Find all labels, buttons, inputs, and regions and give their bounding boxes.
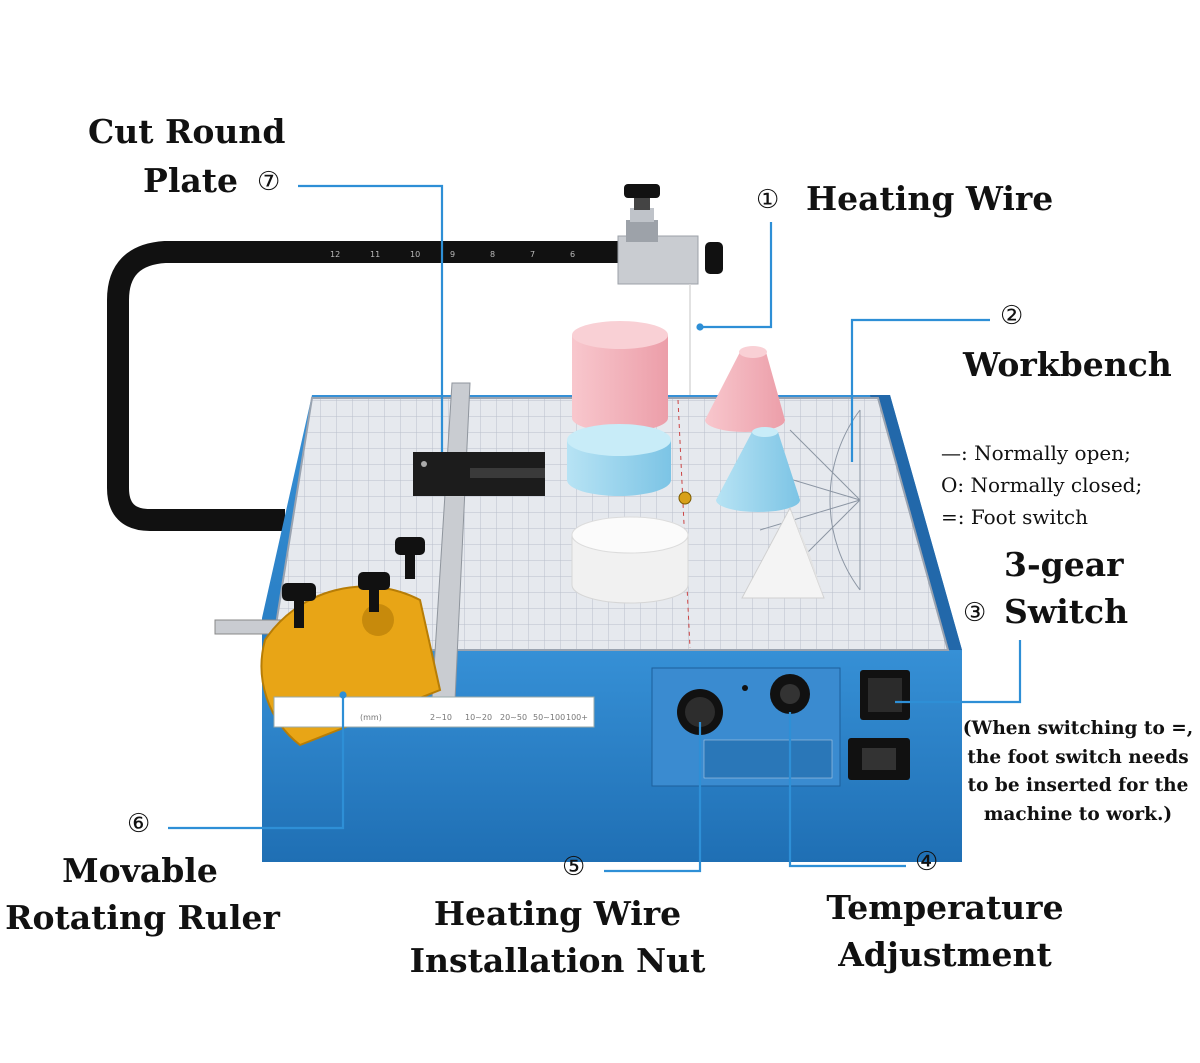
svg-text:(mm): (mm) <box>360 713 382 722</box>
svg-text:9: 9 <box>450 250 455 259</box>
foam-samples <box>567 321 825 604</box>
callout-line-installation-nut <box>604 722 702 873</box>
control-panel <box>651 667 910 787</box>
callout-lines <box>168 184 1022 873</box>
callout-line-cut-round-plate <box>298 184 444 452</box>
label-switch-note-line1: (When switching to =, <box>962 718 1194 739</box>
svg-text:11: 11 <box>370 250 380 259</box>
svg-text:20~50: 20~50 <box>500 713 527 722</box>
callout-line-rotating-ruler <box>168 695 345 830</box>
label-cut-round-plate-line2: Plate <box>143 161 238 200</box>
label-cut-round-plate-line1: Cut Round <box>88 112 286 151</box>
label-temperature-line1: Temperature <box>826 888 1064 927</box>
label-heating-wire: Heating Wire <box>806 179 1054 218</box>
wire-holder <box>617 184 699 400</box>
label-rotating-ruler-number: ⑥ <box>127 809 151 839</box>
callout-line-switch <box>895 640 1022 704</box>
label-temperature-line2: Adjustment <box>838 935 1052 974</box>
svg-text:12: 12 <box>330 250 340 259</box>
cut-round-plate-guide <box>413 382 545 701</box>
callout-line-temperature <box>788 712 906 868</box>
label-switch-note-line2: the foot switch needs <box>967 746 1189 768</box>
label-switch-note-line3: to be inserted for the <box>967 775 1189 797</box>
label-three-gear-number: ③ <box>963 598 987 628</box>
svg-text:8: 8 <box>490 250 495 259</box>
label-switch-mode-foot: =: Foot switch <box>941 505 1089 529</box>
svg-text:50~100: 50~100 <box>533 713 565 722</box>
label-switch-mode-closed: O: Normally closed; <box>941 473 1143 497</box>
label-rotating-ruler-line2: Rotating Ruler <box>5 898 280 937</box>
label-three-gear-line2: Switch <box>1004 592 1129 631</box>
label-switch-mode-open: —: Normally open; <box>941 441 1131 465</box>
label-switch-note-line4: machine to work.) <box>983 804 1173 826</box>
label-installation-nut-line2: Installation Nut <box>409 941 706 980</box>
label-installation-nut-line1: Heating Wire <box>433 894 682 933</box>
label-temperature-number: ④ <box>915 847 939 877</box>
label-switch-note: (When switching to =, the foot switch ne… <box>957 715 1199 830</box>
svg-text:6: 6 <box>570 250 575 259</box>
svg-text:10~20: 10~20 <box>465 713 492 722</box>
label-heating-wire-number: ① <box>756 185 780 215</box>
svg-text:100+: 100+ <box>566 713 588 722</box>
callout-line-heating-wire <box>700 222 773 329</box>
label-rotating-ruler-line1: Movable <box>62 851 218 890</box>
svg-text:7: 7 <box>530 250 535 259</box>
label-cut-round-plate-number: ⑦ <box>257 167 281 197</box>
label-installation-nut-number: ⑤ <box>562 852 586 882</box>
svg-text:10: 10 <box>410 250 420 259</box>
label-workbench: Workbench <box>963 345 1172 384</box>
svg-text:2~10: 2~10 <box>430 713 452 722</box>
label-workbench-number: ② <box>1000 301 1024 331</box>
callout-line-workbench <box>850 318 990 462</box>
label-three-gear-line1: 3-gear <box>1004 545 1124 584</box>
